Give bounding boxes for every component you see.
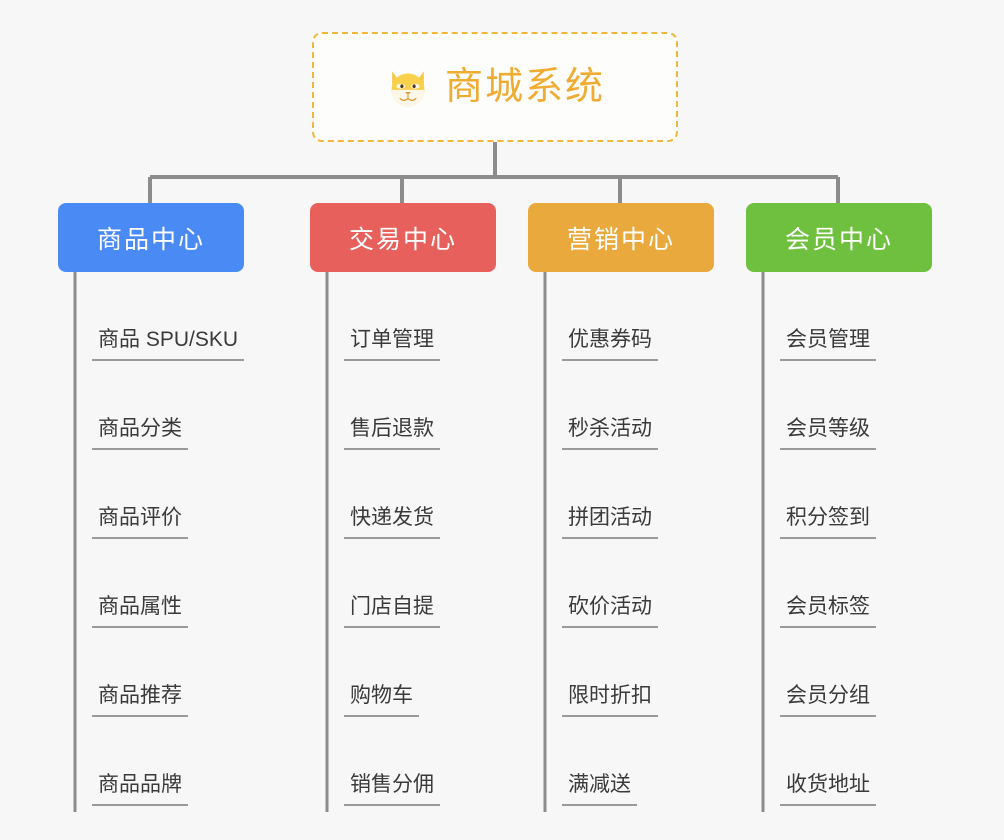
- leaf-item[interactable]: 会员标签: [746, 539, 932, 628]
- leaf-item[interactable]: 满减送: [528, 717, 714, 806]
- leaf-item[interactable]: 秒杀活动: [528, 361, 714, 450]
- leaf-item[interactable]: 商品评价: [58, 450, 244, 539]
- leaf-item[interactable]: 订单管理: [310, 272, 496, 361]
- leaf-label: 销售分佣: [344, 774, 440, 806]
- leaf-label: 拼团活动: [562, 507, 658, 539]
- branch-header-label-0: 商品中心: [96, 225, 205, 254]
- leaf-label: 商品推荐: [92, 685, 188, 717]
- leaf-item[interactable]: 商品推荐: [58, 628, 244, 717]
- shiba-dog-face-icon: [391, 71, 425, 107]
- leaf-item[interactable]: 门店自提: [310, 539, 496, 628]
- leaf-label: 购物车: [344, 685, 419, 717]
- branch-column-2: 营销中心 优惠券码 秒杀活动 拼团活动 砍价活动 限时折扣 满减送: [528, 203, 714, 806]
- branch-column-3: 会员中心 会员管理 会员等级 积分签到 会员标签 会员分组 收货地址: [746, 203, 932, 806]
- leaf-item[interactable]: 快递发货: [310, 450, 496, 539]
- leaf-item[interactable]: 售后退款: [310, 361, 496, 450]
- leaf-item[interactable]: 优惠券码: [528, 272, 714, 361]
- leaf-list-2: 优惠券码 秒杀活动 拼团活动 砍价活动 限时折扣 满减送: [528, 272, 714, 806]
- leaf-label: 快递发货: [344, 507, 440, 539]
- leaf-item[interactable]: 砍价活动: [528, 539, 714, 628]
- leaf-item[interactable]: 商品分类: [58, 361, 244, 450]
- branch-column-1: 交易中心 订单管理 售后退款 快递发货 门店自提 购物车 销售分佣: [310, 203, 496, 806]
- leaf-item[interactable]: 会员管理: [746, 272, 932, 361]
- leaf-label: 商品分类: [92, 418, 188, 450]
- leaf-item[interactable]: 购物车: [310, 628, 496, 717]
- leaf-item[interactable]: 积分签到: [746, 450, 932, 539]
- leaf-item[interactable]: 销售分佣: [310, 717, 496, 806]
- leaf-label: 门店自提: [344, 596, 440, 628]
- branch-header-label-3: 会员中心: [784, 225, 893, 254]
- leaf-item[interactable]: 商品属性: [58, 539, 244, 628]
- branch-header-1[interactable]: 交易中心: [310, 203, 496, 272]
- leaf-label: 限时折扣: [562, 685, 658, 717]
- branch-column-0: 商品中心 商品 SPU/SKU 商品分类 商品评价 商品属性 商品推荐 商品品牌: [58, 203, 245, 806]
- leaf-label: 订单管理: [344, 329, 440, 361]
- branch-header-label-1: 交易中心: [348, 225, 457, 254]
- leaf-item[interactable]: 限时折扣: [528, 628, 714, 717]
- leaf-item[interactable]: 商品品牌: [58, 717, 244, 806]
- leaf-label: 砍价活动: [562, 596, 658, 628]
- leaf-label: 优惠券码: [562, 329, 658, 361]
- leaf-label: 商品品牌: [92, 774, 188, 806]
- leaf-label: 商品 SPU/SKU: [92, 329, 245, 361]
- leaf-label: 会员分组: [780, 685, 876, 717]
- leaf-label: 会员等级: [780, 418, 876, 450]
- branch-header-0[interactable]: 商品中心: [58, 203, 244, 272]
- leaf-item[interactable]: 拼团活动: [528, 450, 714, 539]
- leaf-label: 积分签到: [780, 507, 876, 539]
- leaf-label: 会员标签: [780, 596, 876, 628]
- leaf-label: 会员管理: [780, 329, 876, 361]
- branch-header-label-2: 营销中心: [566, 225, 675, 254]
- leaf-label: 满减送: [562, 774, 637, 806]
- leaf-list-0: 商品 SPU/SKU 商品分类 商品评价 商品属性 商品推荐 商品品牌: [58, 272, 245, 806]
- root-node[interactable]: 商城系统: [312, 32, 678, 142]
- leaf-list-3: 会员管理 会员等级 积分签到 会员标签 会员分组 收货地址: [746, 272, 932, 806]
- branch-header-2[interactable]: 营销中心: [528, 203, 714, 272]
- leaf-item[interactable]: 会员等级: [746, 361, 932, 450]
- leaf-item[interactable]: 会员分组: [746, 628, 932, 717]
- leaf-list-1: 订单管理 售后退款 快递发货 门店自提 购物车 销售分佣: [310, 272, 496, 806]
- root-title: 商城系统: [444, 66, 605, 108]
- leaf-label: 售后退款: [344, 418, 440, 450]
- leaf-item[interactable]: 收货地址: [746, 717, 932, 806]
- leaf-label: 秒杀活动: [562, 418, 658, 450]
- branch-header-3[interactable]: 会员中心: [746, 203, 932, 272]
- leaf-label: 商品评价: [92, 507, 188, 539]
- leaf-label: 商品属性: [92, 596, 188, 628]
- leaf-label: 收货地址: [780, 774, 876, 806]
- leaf-item[interactable]: 商品 SPU/SKU: [58, 272, 245, 361]
